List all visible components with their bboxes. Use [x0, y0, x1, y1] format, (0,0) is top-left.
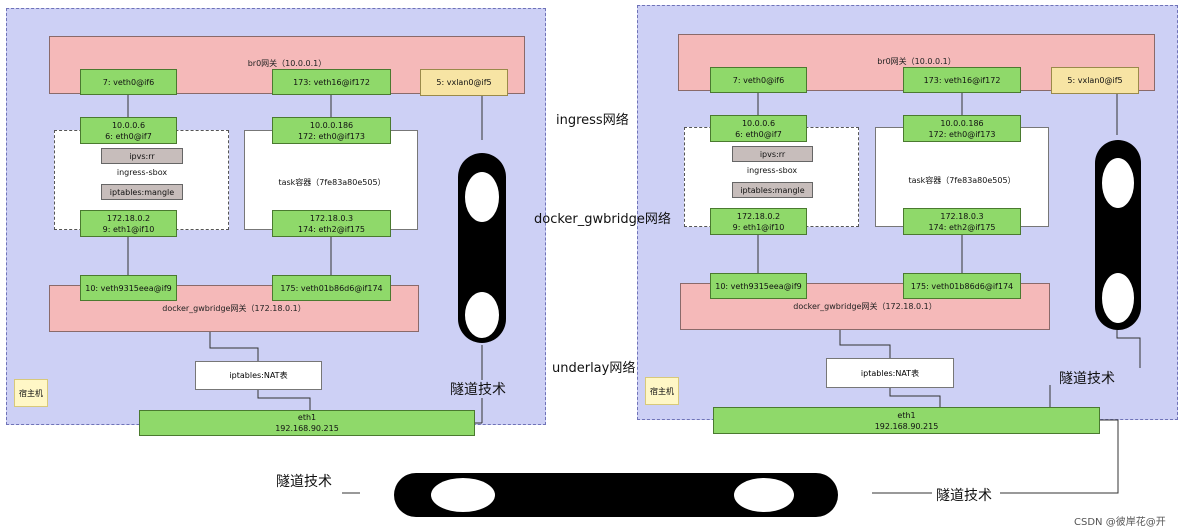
tunnel-label-bottom-right: 隧道技术 [936, 488, 992, 504]
tunnel-hole [465, 172, 499, 222]
veth-if174-left: 175: veth01b86d6@if174 [272, 275, 391, 301]
ipvs-box-left: ipvs:rr [101, 148, 183, 164]
veth-if9-left: 10: veth9315eea@if9 [80, 275, 177, 301]
veth-if6-left: 7: veth0@if6 [80, 69, 177, 95]
tunnel-label-right: 隧道技术 [1059, 371, 1115, 387]
tunnel-hole [1102, 273, 1134, 323]
ingress-network-label: ingress网络 [556, 113, 629, 128]
gwbridge-label: docker_gwbridge网关（172.18.0.1） [162, 304, 306, 313]
ipvs-box-right: ipvs:rr [732, 146, 813, 162]
gwbridge-network-label: docker_gwbridge网络 [534, 212, 671, 227]
br0-label: br0网关（10.0.0.1） [877, 57, 956, 66]
host-note-right: 宿主机 [645, 377, 679, 405]
iptables-mangle-box-right: iptables:mangle [732, 182, 813, 198]
link [1116, 330, 1141, 368]
tunnel-label-left: 隧道技术 [450, 382, 506, 398]
tunnel-label-bottom-left: 隧道技术 [276, 474, 332, 490]
br0-label: br0网关（10.0.0.1） [247, 59, 327, 68]
host-note-left: 宿主机 [14, 379, 48, 407]
tunnel-hole [431, 478, 495, 512]
link [209, 332, 259, 361]
nat-table-right: iptables:NAT表 [826, 358, 954, 388]
link [1000, 419, 1119, 494]
tunnel-horizontal-bottom [394, 473, 838, 517]
tunnel-tube [394, 473, 838, 517]
veth-if172-right: 173: veth16@if172 [903, 67, 1021, 93]
link [257, 390, 311, 410]
vxlan-right: 5: vxlan0@if5 [1051, 67, 1139, 94]
watermark: CSDN @彼岸花@开 [1074, 517, 1166, 528]
tunnel-vertical-right [1095, 140, 1141, 330]
veth-if174-right: 175: veth01b86d6@if174 [903, 273, 1021, 299]
nat-table-left: iptables:NAT表 [195, 361, 322, 390]
task-container-label-right: task容器（7fe83a80e505） [908, 176, 1016, 185]
veth-if9-right: 10: veth9315eea@if9 [710, 273, 807, 299]
veth-if6-right: 7: veth0@if6 [710, 67, 807, 93]
link [839, 330, 891, 358]
task-container-label-left: task容器（7fe83a80e505） [278, 178, 386, 187]
vxlan-left: 5: vxlan0@if5 [420, 69, 508, 96]
veth-if172-left: 173: veth16@if172 [272, 69, 391, 95]
tunnel-hole [734, 478, 794, 512]
tunnel-vertical-left [458, 153, 506, 343]
iptables-mangle-box-left: iptables:mangle [101, 184, 183, 200]
underlay-network-label: underlay网络 [552, 361, 636, 376]
tunnel-hole [1102, 158, 1134, 208]
ingress-sbox-label-left: ingress-sbox [116, 168, 168, 177]
link [889, 388, 941, 407]
ingress-sbox-label-right: ingress-sbox [746, 166, 798, 175]
tunnel-hole [465, 292, 499, 338]
gwbridge-label: docker_gwbridge网关（172.18.0.1） [793, 302, 937, 311]
